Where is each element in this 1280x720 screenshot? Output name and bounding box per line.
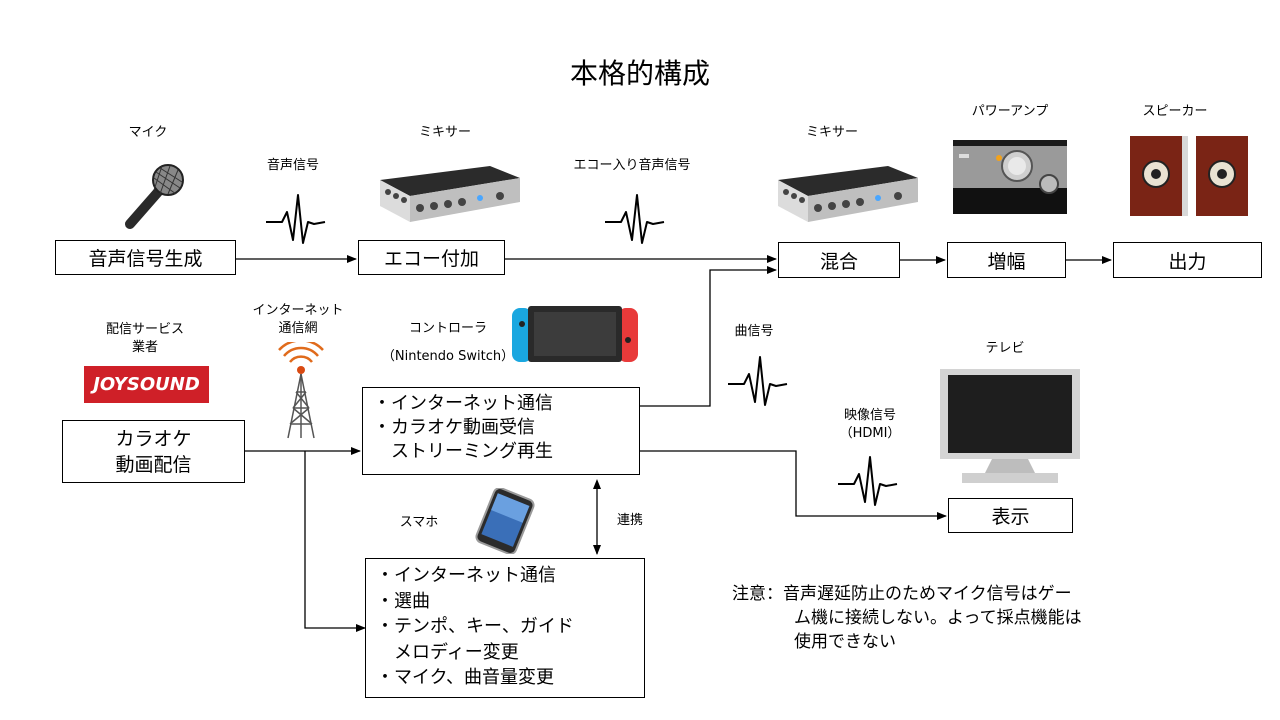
link-label: 連携 [616, 513, 643, 528]
controller-label-line2: （Nintendo Switch） [381, 349, 515, 364]
switch-function-box: ・インターネット通信 ・カラオケ動画受信 ストリーミング再生 [362, 387, 640, 475]
switch-box-line: ストリーミング再生 [373, 441, 553, 462]
note-line3: 使用できない [794, 632, 896, 652]
waveform-icon-song [728, 356, 788, 406]
phone-box-line: ・テンポ、キー、ガイド [376, 616, 574, 637]
mixer-icon-2 [778, 166, 918, 222]
voice-generation-box: 音声信号生成 [55, 240, 236, 275]
audio-signal-label: 音声信号 [266, 158, 319, 173]
phone-box-line: ・マイク、曲音量変更 [376, 667, 555, 688]
tv-icon [940, 369, 1080, 483]
microphone-icon [125, 164, 184, 229]
power-amp-icon [953, 140, 1067, 214]
note-line2: ム機に接続しない。よって採点機能は [794, 608, 1082, 628]
waveform-icon-echo [605, 194, 665, 244]
smartphone-label: スマホ [399, 515, 439, 530]
tv-label: テレビ [985, 341, 1025, 356]
mic-label: マイク [128, 125, 168, 140]
arrow-karaoke-to-phone [304, 451, 366, 632]
caution-note: 注意：音声遅延防止のためマイク信号はゲー ム機に接続しない。よって採点機能は 使… [732, 582, 1172, 654]
output-box: 出力 [1113, 242, 1262, 278]
amplify-box: 増幅 [947, 242, 1066, 278]
diagram-title: 本格的構成 [569, 57, 710, 90]
mixer1-label: ミキサー [418, 125, 471, 140]
phone-box-line: ・インターネット通信 [376, 565, 556, 586]
network-label-line2: 通信網 [278, 321, 318, 336]
controller-label-line1: コントローラ [408, 321, 487, 336]
distributor-label-line2: 業者 [131, 340, 158, 355]
nintendo-switch-icon [512, 306, 638, 362]
phone-box-line: メロディー変更 [376, 641, 519, 663]
distributor-label-line1: 配信サービス [105, 322, 184, 337]
switch-box-line: ・カラオケ動画受信 [373, 417, 535, 438]
waveform-icon-video [838, 456, 898, 506]
song-signal-label: 曲信号 [734, 324, 774, 339]
controller-label: コントローラ （Nintendo Switch） [378, 320, 518, 366]
video-signal-label-line1: 映像信号 [843, 408, 896, 423]
arrow-switch-to-display [640, 450, 947, 520]
mix-box: 混合 [778, 242, 900, 278]
smartphone-icon [475, 488, 535, 554]
video-signal-label-line2: （HDMI） [839, 426, 901, 441]
network-label-line1: インターネット [252, 303, 344, 318]
waveform-icon-audio [266, 194, 326, 244]
arrow-switch-to-mix [640, 266, 777, 407]
karaoke-box-line2: 動画配信 [115, 453, 192, 476]
karaoke-box-line1: カラオケ [115, 427, 192, 450]
antenna-tower-icon [278, 342, 324, 439]
echo-signal-label: エコー入り音声信号 [573, 158, 691, 173]
note-line1: 注意：音声遅延防止のためマイク信号はゲー [732, 584, 1072, 604]
speaker-icon [1130, 136, 1248, 216]
karaoke-streaming-box: カラオケ 動画配信 [62, 420, 245, 483]
smartphone-function-box: ・インターネット通信 ・選曲 ・テンポ、キー、ガイド メロディー変更 ・マイク、… [365, 558, 645, 698]
network-label: インターネット 通信網 [238, 302, 358, 338]
mixer2-label: ミキサー [805, 125, 858, 140]
video-signal-label: 映像信号 （HDMI） [830, 407, 910, 443]
mixer-icon-1 [380, 166, 520, 222]
joysound-logo: JOYSOUND [84, 366, 209, 403]
switch-box-line: ・インターネット通信 [373, 393, 553, 414]
phone-box-line: ・選曲 [376, 590, 430, 612]
echo-add-box: エコー付加 [358, 240, 505, 275]
power-amp-label: パワーアンプ [971, 104, 1049, 119]
display-box: 表示 [948, 498, 1073, 533]
speaker-label: スピーカー [1142, 104, 1208, 119]
distributor-label: 配信サービス 業者 [90, 321, 200, 357]
